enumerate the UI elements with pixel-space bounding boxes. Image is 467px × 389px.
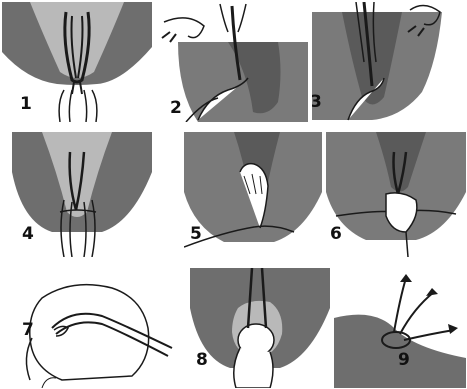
step-8-illustration <box>190 268 330 388</box>
step-number-7: 7 <box>22 322 34 339</box>
step-number-4: 4 <box>22 226 34 243</box>
step-6-illustration <box>326 132 466 257</box>
step-9-panel: 9 <box>334 268 466 388</box>
step-7-panel: 7 <box>2 268 182 388</box>
step-9-illustration <box>334 268 466 388</box>
step-number-9: 9 <box>398 352 410 369</box>
step-number-3: 3 <box>312 94 322 111</box>
step-2-panel: 2 <box>158 2 308 122</box>
step-3-illustration <box>312 2 465 122</box>
step-5-panel: 5 <box>184 132 322 257</box>
step-6-panel: 6 <box>326 132 466 257</box>
step-number-5: 5 <box>190 226 202 243</box>
step-number-2: 2 <box>170 100 182 117</box>
step-number-6: 6 <box>330 226 342 243</box>
step-3-panel: 3 <box>312 2 465 122</box>
step-1-panel: 1 <box>2 2 152 122</box>
step-5-illustration <box>184 132 322 257</box>
step-8-panel: 8 <box>190 268 330 388</box>
step-number-8: 8 <box>196 352 208 369</box>
step-number-1: 1 <box>20 96 32 113</box>
step-4-panel: 4 <box>2 132 152 257</box>
